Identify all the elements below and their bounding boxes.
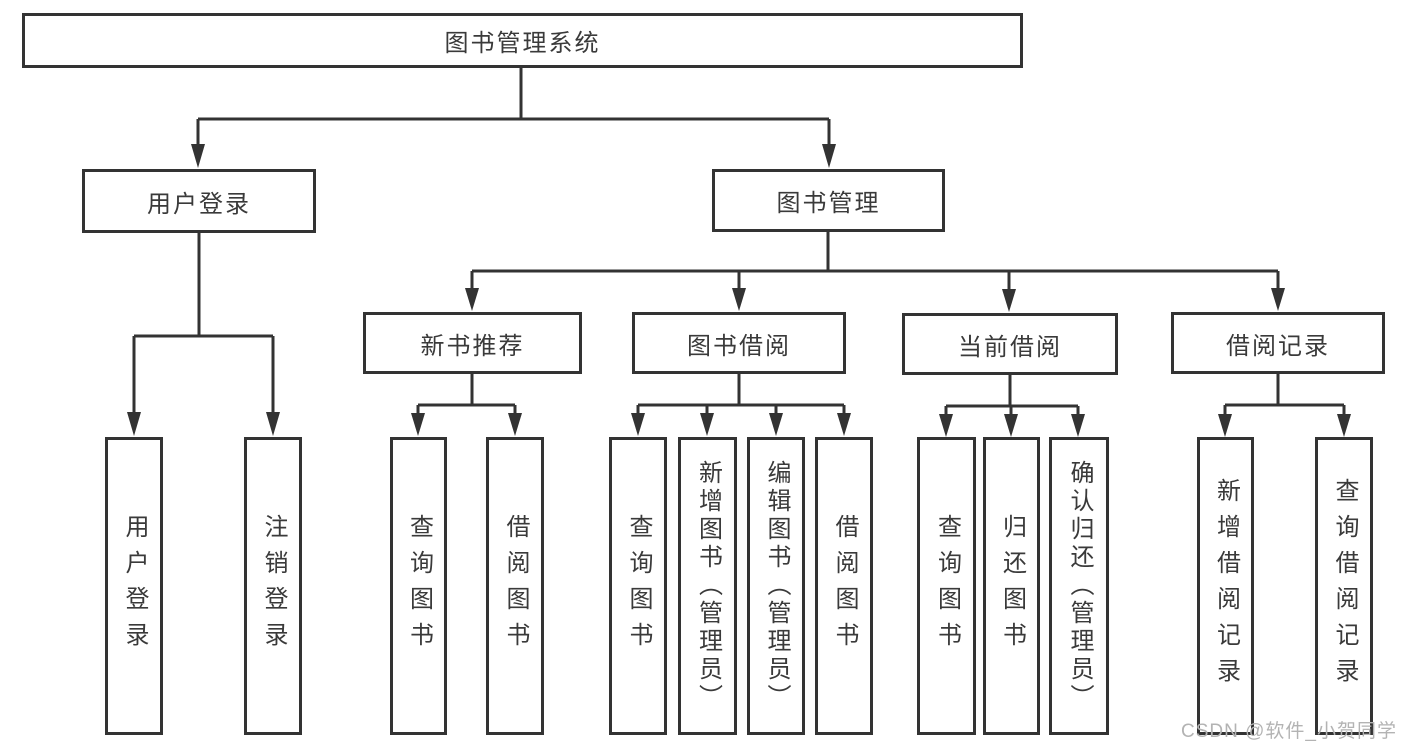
node-label: 借阅记录 xyxy=(1226,332,1330,360)
leaf-query-borrow-record: 查询借阅记录 xyxy=(1315,437,1373,735)
arrowheads xyxy=(127,144,1351,437)
node-label: 图书管理系统 xyxy=(444,30,601,57)
node-user-login: 用户登录 xyxy=(82,169,316,233)
leaf-add-books-admin: 新增图书（管理员） xyxy=(678,437,737,735)
leaf-borrow-books-recommend: 借阅图书 xyxy=(486,437,544,735)
leaf-label: 编辑图书（管理员） xyxy=(763,460,790,712)
node-book-borrow: 图书借阅 xyxy=(632,312,846,374)
leaf-label: 借阅图书 xyxy=(502,514,529,658)
leaf-confirm-return-admin: 确认归还（管理员） xyxy=(1049,437,1109,735)
leaf-label: 归还图书 xyxy=(998,514,1026,658)
leaf-query-books-current: 查询图书 xyxy=(917,437,976,735)
node-borrow-records: 借阅记录 xyxy=(1171,312,1385,374)
leaf-label: 新增图书（管理员） xyxy=(694,460,722,712)
csdn-watermark: CSDN @软件_小贺同学 xyxy=(1181,721,1397,742)
leaf-label: 查询图书 xyxy=(625,514,652,658)
leaf-edit-books-admin: 编辑图书（管理员） xyxy=(747,437,805,735)
leaf-label: 查询图书 xyxy=(933,514,961,658)
node-label: 图书管理 xyxy=(776,190,881,217)
leaf-label: 新增借阅记录 xyxy=(1212,478,1240,694)
leaf-add-borrow-record: 新增借阅记录 xyxy=(1197,437,1254,735)
leaf-label: 查询图书 xyxy=(405,514,433,658)
node-label: 新书推荐 xyxy=(420,332,525,360)
node-library-management-system: 图书管理系统 xyxy=(22,13,1023,68)
leaf-label: 借阅图书 xyxy=(831,514,858,658)
leaf-borrow-books: 借阅图书 xyxy=(815,437,873,735)
leaf-label: 查询借阅记录 xyxy=(1331,478,1358,694)
node-book-management: 图书管理 xyxy=(712,169,945,232)
node-label: 当前借阅 xyxy=(958,333,1062,361)
leaf-label: 用户登录 xyxy=(121,514,148,658)
node-label: 用户登录 xyxy=(147,190,251,218)
leaf-query-books-recommend: 查询图书 xyxy=(390,437,447,735)
node-current-borrow: 当前借阅 xyxy=(902,313,1118,375)
node-new-book-recommend: 新书推荐 xyxy=(363,312,582,374)
leaf-query-books-borrow: 查询图书 xyxy=(609,437,667,735)
node-label: 图书借阅 xyxy=(687,332,791,360)
leaf-return-books: 归还图书 xyxy=(983,437,1040,735)
leaf-user-login: 用户登录 xyxy=(105,437,163,735)
leaf-label: 确认归还（管理员） xyxy=(1066,460,1093,712)
leaf-logout: 注销登录 xyxy=(244,437,302,735)
leaf-label: 注销登录 xyxy=(260,514,287,658)
